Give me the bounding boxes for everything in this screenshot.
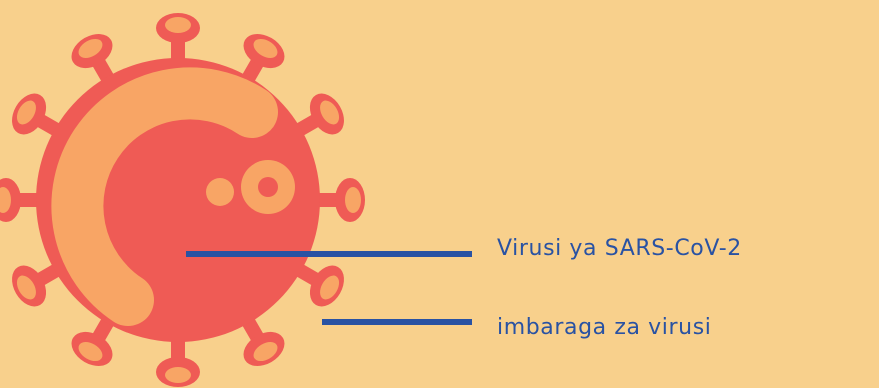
label-spike: imbaraga za virusi bbox=[497, 315, 711, 340]
virus-dot-small bbox=[206, 178, 234, 206]
label-virus: Virusi ya SARS-CoV-2 bbox=[497, 236, 742, 261]
virus-dot-large-center bbox=[258, 177, 278, 197]
